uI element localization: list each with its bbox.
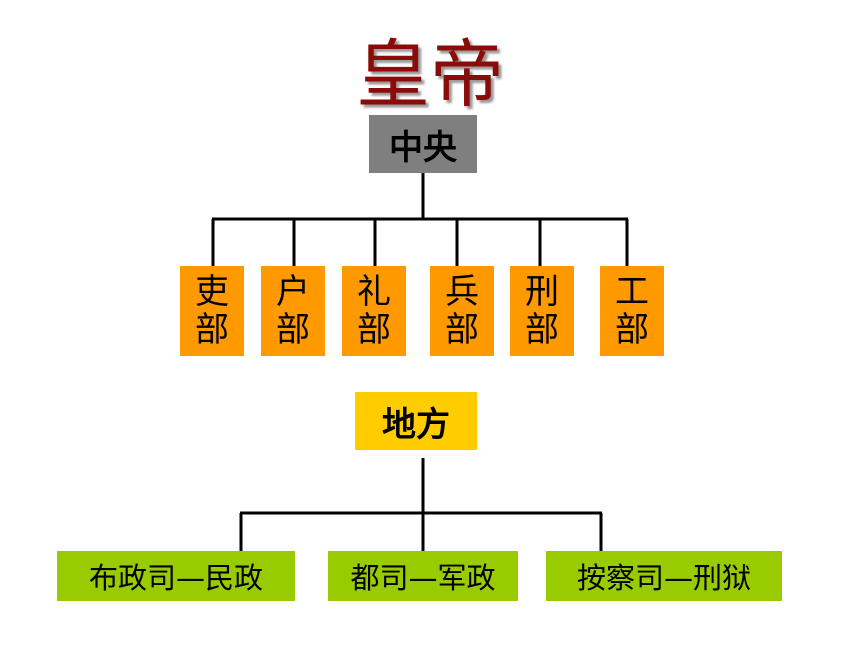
ministry-war-node: 兵 部 (430, 266, 494, 356)
ministry-char: 吏 (195, 272, 229, 312)
ministry-char: 兵 (445, 272, 479, 312)
office-military-node: 都司—军政 (328, 551, 518, 601)
office-judicial-node: 按察司—刑狱 (546, 551, 782, 601)
ministry-revenue-node: 户 部 (261, 266, 325, 356)
ministry-char: 部 (195, 310, 229, 350)
ministry-justice-node: 刑 部 (510, 266, 574, 356)
ministry-rites-node: 礼 部 (342, 266, 406, 356)
ministry-char: 部 (357, 310, 391, 350)
ministry-works-node: 工 部 (600, 266, 664, 356)
ministry-char: 工 (615, 272, 649, 312)
ministry-personnel-node: 吏 部 (180, 266, 244, 356)
ministry-char: 部 (276, 310, 310, 350)
ministry-char: 刑 (525, 272, 559, 312)
local-node: 地方 (355, 392, 477, 450)
office-civil-node: 布政司—民政 (57, 551, 295, 601)
ministry-char: 部 (445, 310, 479, 350)
ministry-char: 户 (276, 272, 310, 312)
emperor-title: 皇帝 (356, 32, 504, 118)
central-node: 中央 (369, 115, 477, 173)
ministry-char: 部 (615, 310, 649, 350)
ministry-char: 礼 (357, 272, 391, 312)
ministry-char: 部 (525, 310, 559, 350)
